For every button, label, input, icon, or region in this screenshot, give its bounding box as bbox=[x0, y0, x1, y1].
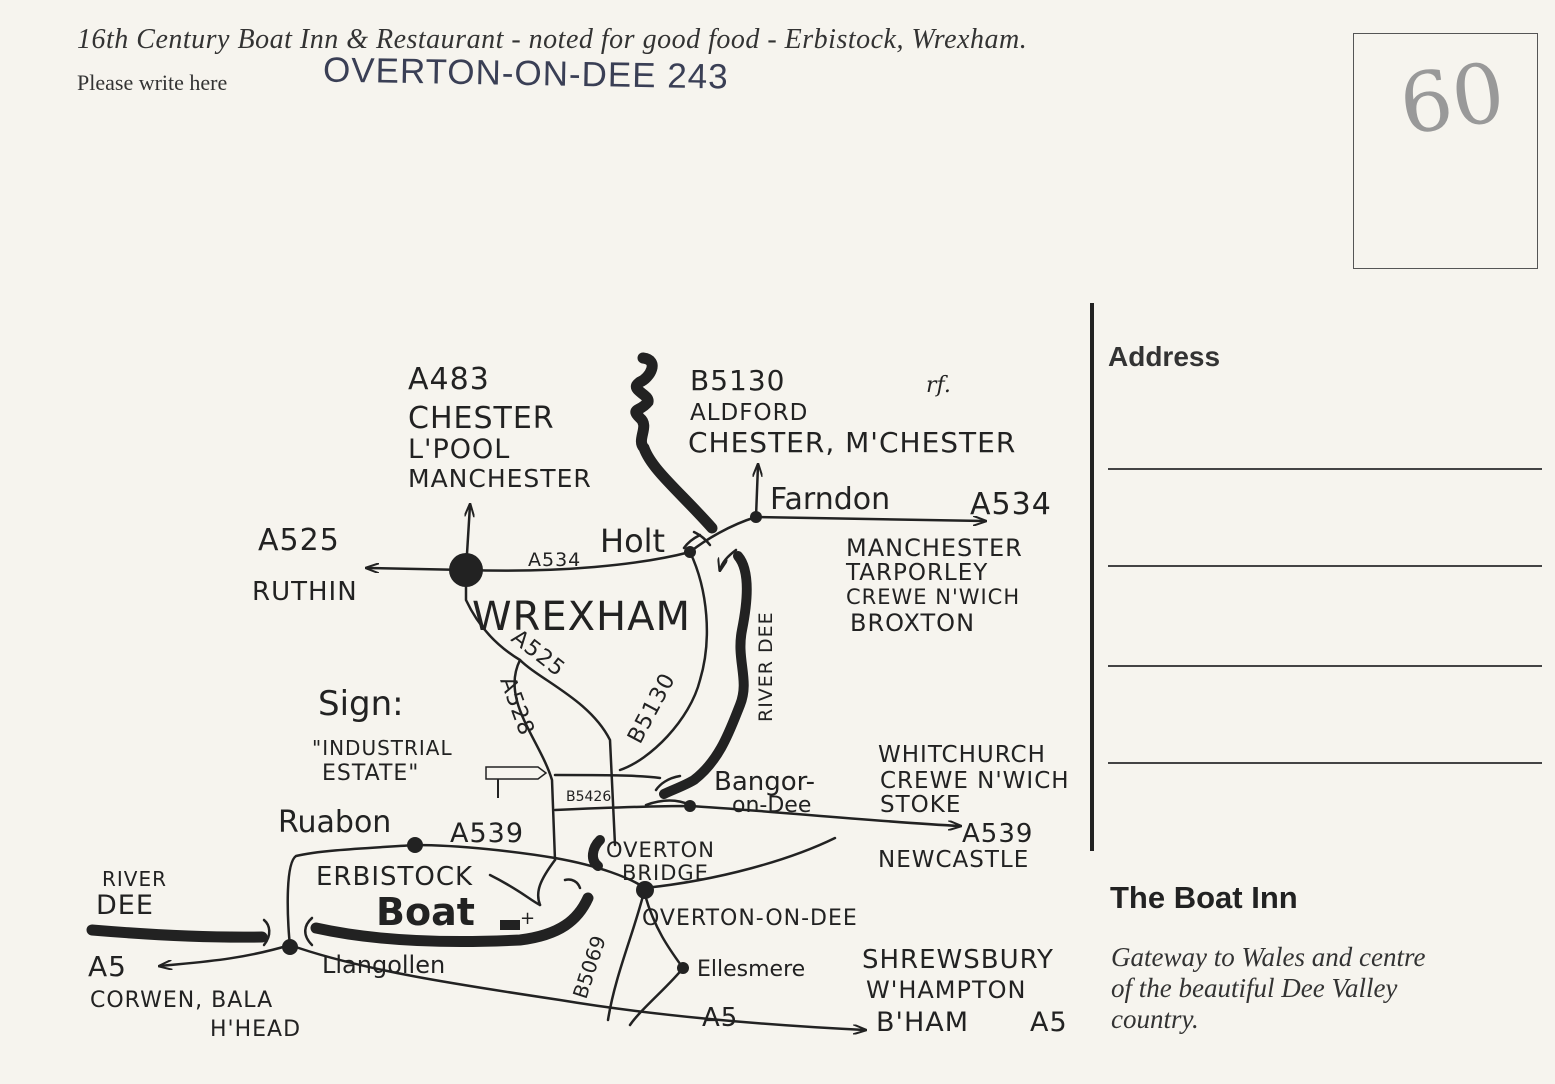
route-whampton: W'HAMPTON bbox=[866, 976, 1026, 1004]
wrexham-label: WREXHAM bbox=[472, 594, 691, 640]
route-ruthin: RUTHIN bbox=[252, 577, 358, 607]
route-crewe-se: CREWE N'WICH bbox=[880, 768, 1070, 794]
road-a534-label: A534 bbox=[528, 549, 581, 571]
overton-on-dee-label: OVERTON-ON-DEE bbox=[642, 906, 858, 931]
road-b5130-label: B5130 bbox=[623, 669, 681, 748]
route-hhead: H'HEAD bbox=[210, 1017, 301, 1042]
route-broxton: BROXTON bbox=[850, 609, 975, 637]
address-line bbox=[1108, 468, 1542, 470]
route-a483: A483 bbox=[408, 362, 490, 397]
route-manchester-east: MANCHESTER bbox=[846, 534, 1023, 562]
sign-line2: ESTATE" bbox=[322, 761, 419, 786]
road-a539-west-label: A539 bbox=[450, 818, 524, 849]
farndon-label: Farndon bbox=[770, 482, 890, 517]
overton-bridge-label-2: BRIDGE bbox=[622, 861, 709, 885]
overton-bridge-label-1: OVERTON bbox=[606, 838, 715, 862]
sign-title: Sign: bbox=[318, 684, 404, 724]
tagline-line: of the beautiful Dee Valley bbox=[1111, 973, 1398, 1003]
route-a5-west: A5 bbox=[88, 950, 127, 983]
ellesmere-label: Ellesmere bbox=[697, 957, 805, 982]
boat-inn-title: The Boat Inn bbox=[1110, 880, 1298, 915]
route-crewe: CREWE N'WICH bbox=[846, 585, 1020, 609]
bangor-marker bbox=[684, 800, 696, 812]
route-corwen-bala: CORWEN, BALA bbox=[90, 988, 273, 1013]
route-manchester: MANCHESTER bbox=[408, 464, 592, 493]
ruabon-label: Ruabon bbox=[278, 805, 391, 840]
sign-line1: "INDUSTRIAL bbox=[312, 736, 453, 760]
river-dee-west-label-1: RIVER bbox=[102, 867, 167, 891]
stamp-box bbox=[1353, 33, 1538, 269]
route-b5130: B5130 bbox=[690, 364, 785, 397]
boat-label: Boat bbox=[376, 890, 475, 934]
river-dee-west bbox=[86, 835, 605, 947]
route-a5-south: A5 bbox=[1030, 1007, 1068, 1038]
route-a534-east: A534 bbox=[970, 487, 1052, 522]
overton-marker bbox=[636, 881, 654, 899]
artist-initials: rf. bbox=[926, 373, 951, 398]
route-lpool: L'POOL bbox=[408, 434, 510, 465]
route-aldford: ALDFORD bbox=[690, 400, 808, 426]
route-a525-west: A525 bbox=[258, 523, 340, 558]
erbistock-label: ERBISTOCK bbox=[316, 862, 473, 892]
header-title: 16th Century Boat Inn & Restaurant - not… bbox=[77, 24, 1028, 55]
tagline-line: Gateway to Wales and centre bbox=[1111, 942, 1426, 972]
price-mark: 60 bbox=[1393, 45, 1511, 154]
address-line bbox=[1108, 565, 1542, 567]
farndon-marker bbox=[750, 511, 762, 523]
route-a539-east: A539 bbox=[962, 819, 1033, 849]
route-shrewsbury: SHREWSBURY bbox=[862, 945, 1054, 975]
tagline-line: country. bbox=[1111, 1004, 1199, 1034]
route-chester: CHESTER bbox=[408, 401, 555, 436]
river-dee-north bbox=[630, 352, 718, 534]
address-label: Address bbox=[1108, 341, 1221, 372]
write-here-label: Please write here bbox=[77, 70, 228, 95]
route-newcastle: NEWCASTLE bbox=[878, 847, 1029, 873]
road-b5069-label: B5069 bbox=[568, 933, 611, 1002]
signpost-icon bbox=[485, 766, 548, 798]
river-dee-east bbox=[659, 551, 752, 799]
road-a528-label: A528 bbox=[494, 674, 538, 740]
wrexham-marker bbox=[449, 553, 483, 587]
bangor-label-1: Bangor- bbox=[714, 767, 815, 797]
address-line bbox=[1108, 665, 1542, 667]
church-cross-icon: + bbox=[520, 908, 535, 929]
road-a5-label: A5 bbox=[702, 1003, 738, 1033]
address-line bbox=[1108, 762, 1542, 764]
route-tarporley: TARPORLEY bbox=[845, 560, 988, 586]
ellesmere-marker bbox=[677, 962, 689, 974]
river-dee-label-vertical: RIVER DEE bbox=[755, 611, 777, 722]
holt-label: Holt bbox=[600, 522, 665, 560]
tagline: Gateway to Wales and centre of the beaut… bbox=[1111, 942, 1551, 1035]
road-b5426-label: B5426 bbox=[566, 789, 611, 805]
route-stoke: STOKE bbox=[880, 792, 961, 818]
route-map: + A483 CHESTER L'POOL MANCHESTER B5130 A… bbox=[86, 352, 1070, 1042]
ruabon-marker bbox=[407, 837, 423, 853]
river-dee-west-label-2: DEE bbox=[96, 890, 154, 921]
bangor-label-2: on-Dee bbox=[732, 793, 811, 818]
llangollen-marker bbox=[282, 939, 298, 955]
boat-inn-marker bbox=[500, 920, 520, 930]
llangollen-label: Llangollen bbox=[322, 951, 445, 979]
route-bham: B'HAM bbox=[876, 1007, 969, 1038]
route-chester-mchester: CHESTER, M'CHESTER bbox=[688, 426, 1016, 459]
route-whitchurch: WHITCHURCH bbox=[878, 742, 1046, 768]
holt-marker bbox=[684, 546, 696, 558]
postcard-divider bbox=[1090, 303, 1094, 851]
